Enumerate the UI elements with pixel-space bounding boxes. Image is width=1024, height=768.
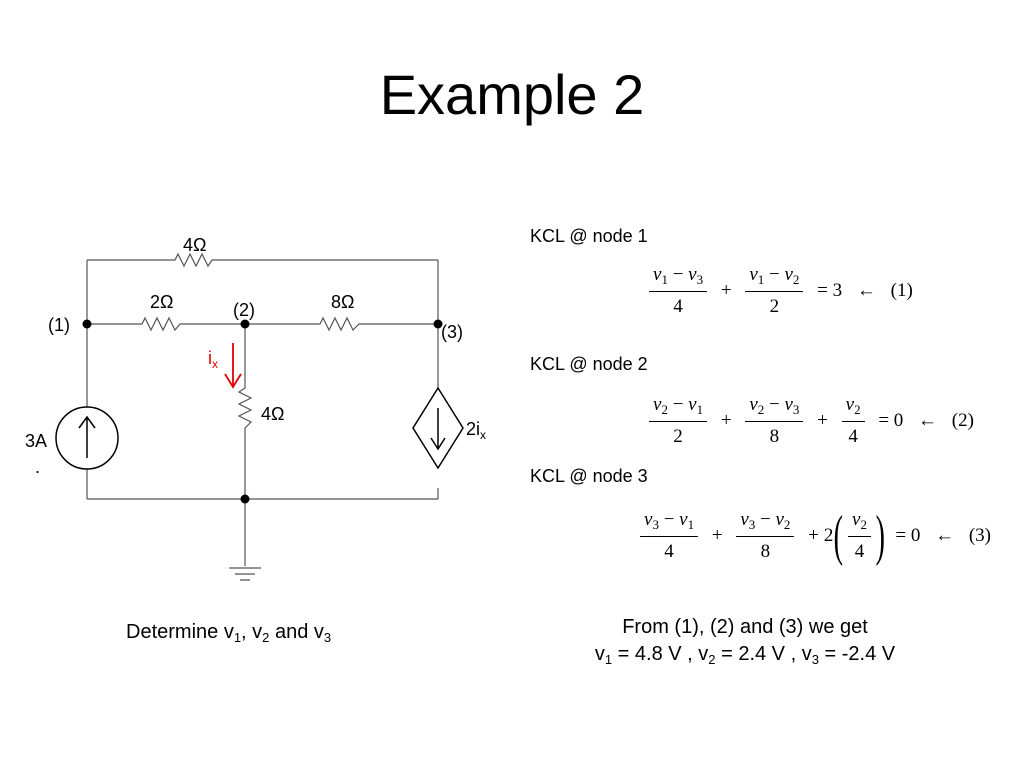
eq3-tag: (3) bbox=[968, 525, 991, 546]
result-line-1: From (1), (2) and (3) we get bbox=[622, 616, 868, 638]
label-source-dot: . bbox=[35, 457, 40, 477]
label-source: 3A bbox=[25, 431, 47, 451]
label-r-23: 8Ω bbox=[331, 292, 354, 312]
label-ix: ix bbox=[208, 348, 218, 371]
ground-lines bbox=[229, 567, 261, 581]
node-dot-1 bbox=[82, 319, 92, 329]
result-line-2: v1 = 4.8 V , v2 = 2.4 V , v3 = -2.4 V bbox=[594, 643, 896, 667]
task-text: Determine v1, v2 and v3 bbox=[126, 621, 332, 645]
kcl-node3-heading: KCL @ node 3 bbox=[530, 466, 648, 486]
eq3-result: = 0 bbox=[895, 525, 921, 546]
label-node-1: (1) bbox=[48, 315, 70, 335]
eq1-tag: (1) bbox=[890, 280, 913, 301]
wire-vertical-4ohm bbox=[237, 324, 253, 499]
node-dot-3 bbox=[433, 319, 443, 329]
eq1-result: = 3 bbox=[817, 280, 843, 301]
wire-middle bbox=[87, 316, 438, 332]
label-r-mid: 4Ω bbox=[261, 404, 284, 424]
node-dot-ground bbox=[240, 494, 250, 504]
source-arrow-icon bbox=[78, 415, 96, 458]
kcl-node1-heading: KCL @ node 1 bbox=[530, 226, 648, 246]
eq2-result: = 0 bbox=[878, 410, 904, 431]
label-r-top: 4Ω bbox=[183, 235, 206, 255]
eq2-tag: (2) bbox=[951, 410, 974, 431]
slide-title: Example 2 bbox=[379, 63, 645, 126]
dependent-arrow-icon bbox=[430, 408, 446, 451]
eq3-coef: 2 bbox=[823, 525, 834, 546]
label-r-12: 2Ω bbox=[150, 292, 173, 312]
label-node-3: (3) bbox=[441, 322, 463, 342]
wire-top bbox=[87, 252, 438, 268]
label-node-2: (2) bbox=[233, 300, 255, 320]
ix-arrow-icon bbox=[224, 343, 242, 389]
result-text: From (1), (2) and (3) we get v1 = 4.8 V … bbox=[530, 616, 960, 667]
node-dot-2 bbox=[240, 319, 250, 329]
label-dependent: 2ix bbox=[466, 419, 486, 442]
kcl-node2-heading: KCL @ node 2 bbox=[530, 354, 648, 374]
